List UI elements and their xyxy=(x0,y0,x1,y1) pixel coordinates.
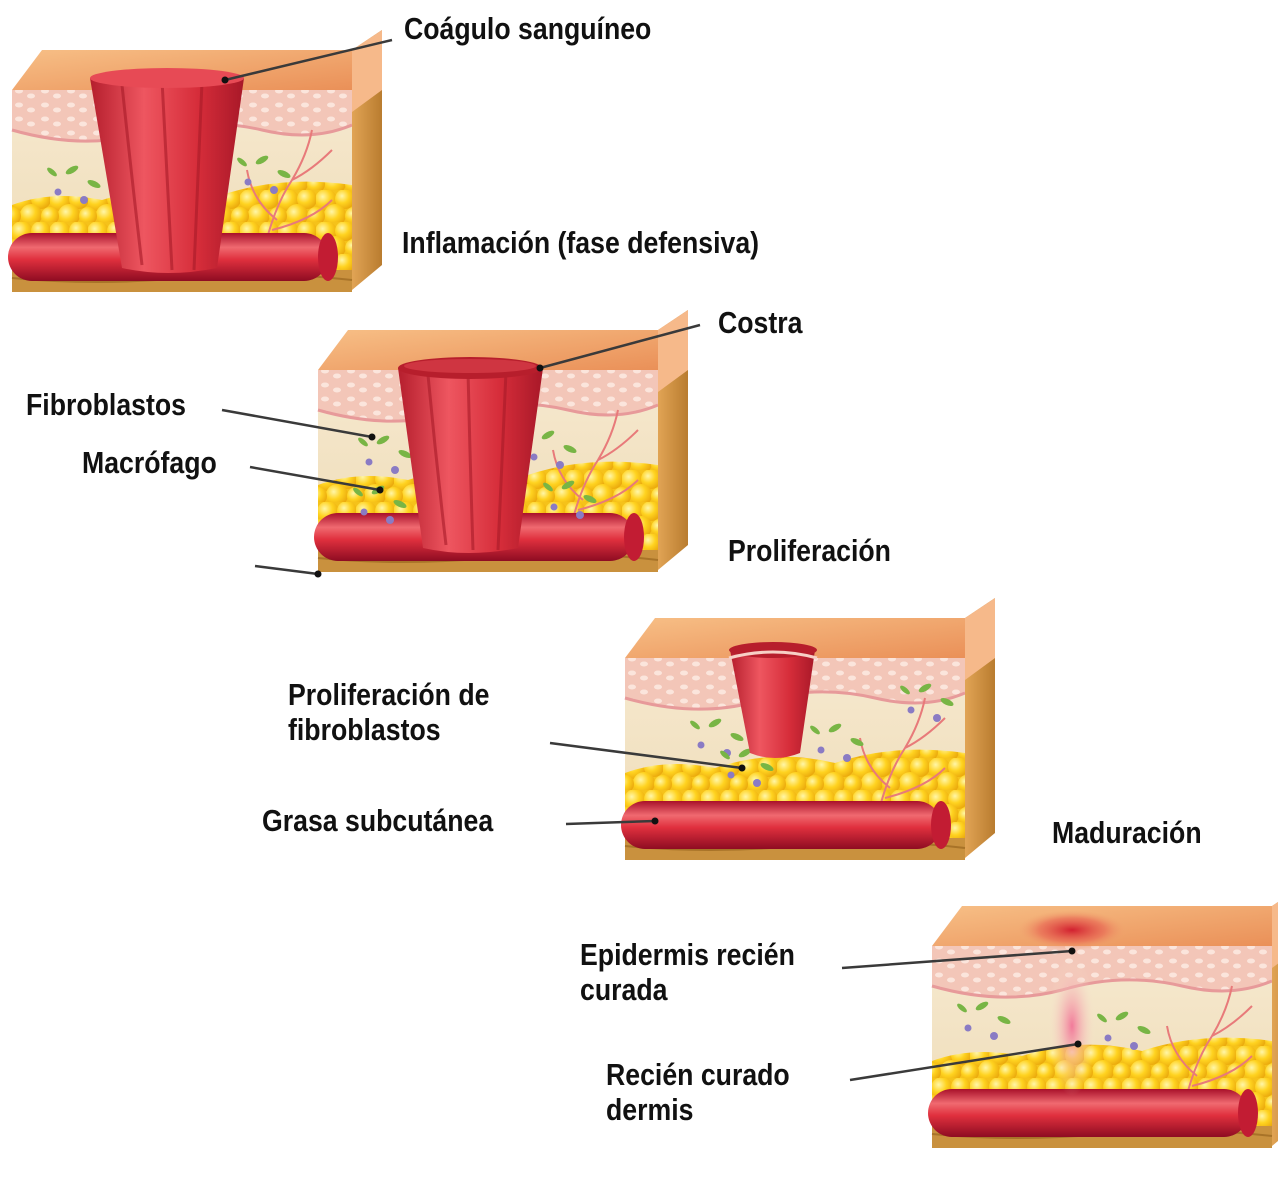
stage-4-maturation-block xyxy=(928,886,1278,1148)
new-dermis-line-1: Recién curado xyxy=(606,1058,790,1093)
new-dermis-line-2: dermis xyxy=(606,1093,790,1128)
new-dermis-pink xyxy=(1048,956,1096,1096)
subcutaneous-fat-label: Grasa subcutánea xyxy=(262,804,493,839)
dermis-pointer-dot xyxy=(1075,1041,1082,1048)
fibroblast-proliferation-line-1: Proliferación de xyxy=(288,678,489,713)
new-epidermis-label: Epidermis recién curada xyxy=(580,938,795,1007)
stage-2-title: Inflamación (fase defensiva) xyxy=(402,226,759,261)
scab-label: Costra xyxy=(718,306,802,341)
clot-pointer-dot xyxy=(222,77,229,84)
fibroblast-proliferation-pointer-dot xyxy=(739,765,746,772)
clot-label: Coágulo sanguíneo xyxy=(404,12,651,47)
stage-4-title: Maduración xyxy=(1052,816,1202,851)
fat-pointer-dot xyxy=(652,818,659,825)
macrophage-pointer-dot xyxy=(377,487,384,494)
healed-scar xyxy=(1017,910,1127,950)
fibroblast-proliferation-line-2: fibroblastos xyxy=(288,713,489,748)
fibroblast-pointer-dot xyxy=(369,434,376,441)
stage-3-title: Proliferación xyxy=(728,534,891,569)
fibroblast-proliferation-label: Proliferación de fibroblastos xyxy=(288,678,489,747)
new-epidermis-line-1: Epidermis recién xyxy=(580,938,795,973)
new-dermis-label: Recién curado dermis xyxy=(606,1058,790,1127)
vessel-pointer-dot xyxy=(315,571,322,578)
epidermis-pointer-dot xyxy=(1069,948,1076,955)
fibroblasts-label: Fibroblastos xyxy=(26,388,186,423)
stage-3-proliferation-block xyxy=(621,598,995,860)
scab-pointer-dot xyxy=(537,365,544,372)
new-epidermis-line-2: curada xyxy=(580,973,795,1008)
stage-1-blood-clot-block xyxy=(8,30,382,292)
stage-2-inflammation-block xyxy=(314,310,688,572)
macrophage-label: Macrófago xyxy=(82,446,217,481)
